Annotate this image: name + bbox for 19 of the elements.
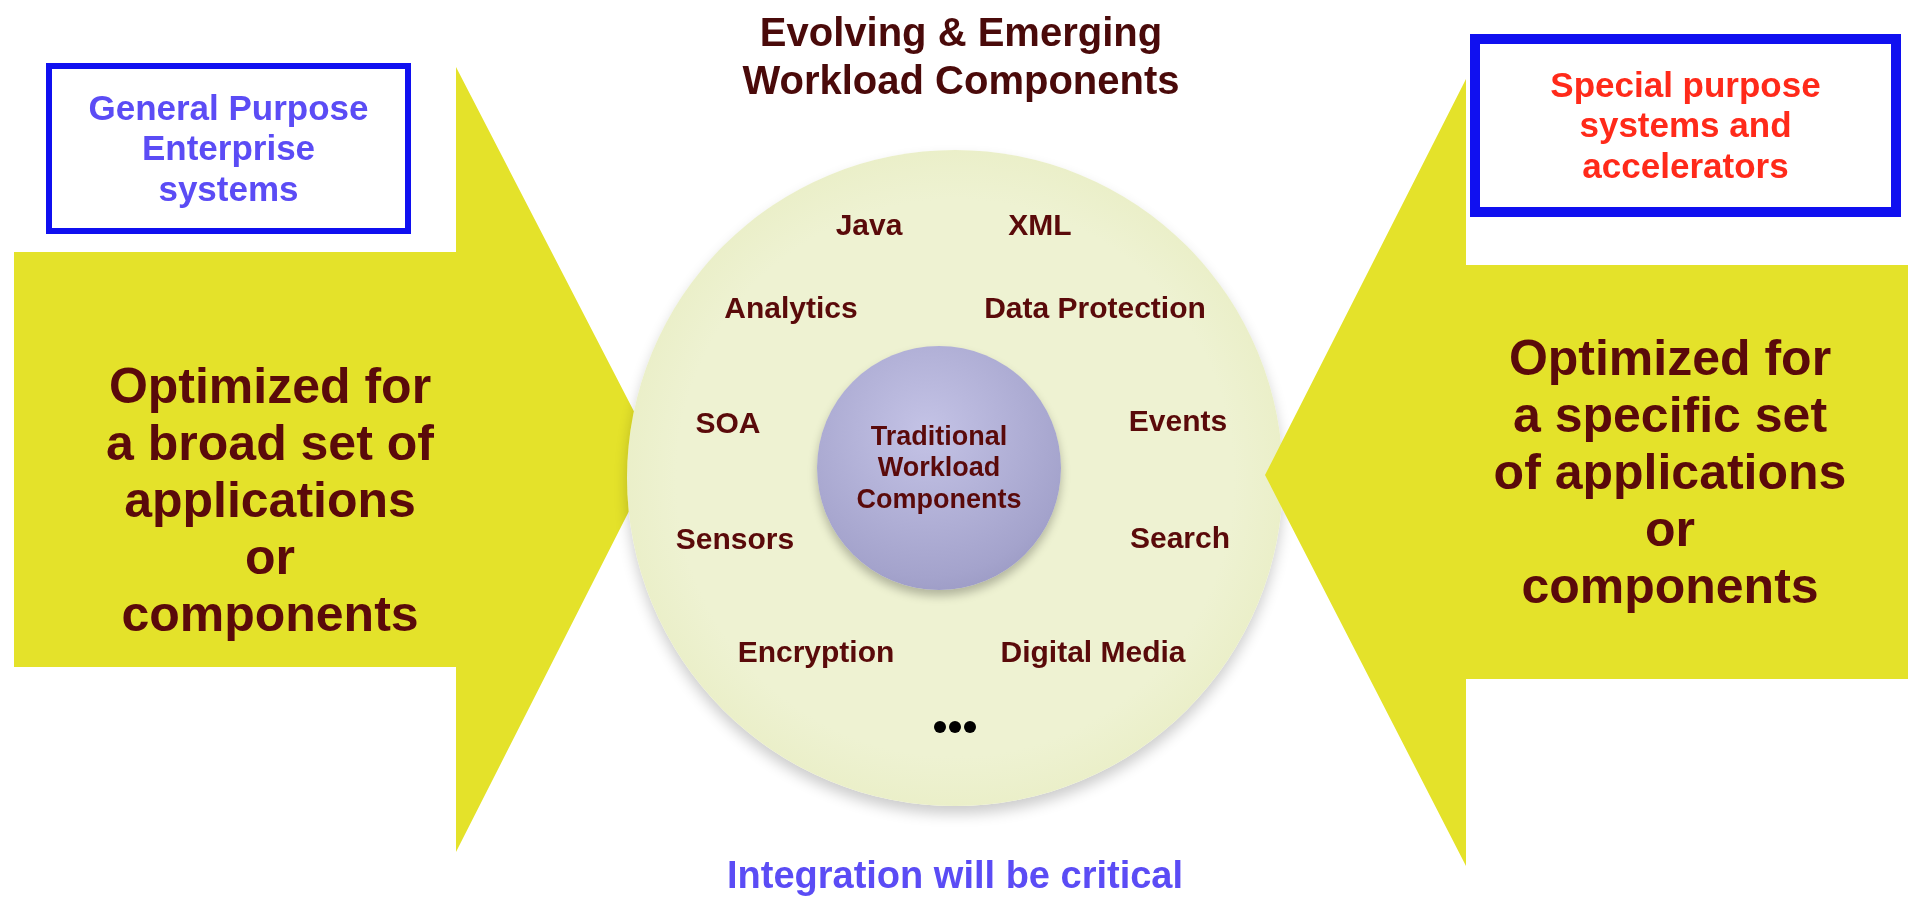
- component-label: Java: [835, 210, 903, 240]
- diagram-title: Evolving & Emerging Workload Components: [741, 9, 1181, 104]
- component-label: Search: [1129, 523, 1231, 553]
- component-label: SOA: [695, 408, 761, 438]
- title-box: [46, 63, 411, 234]
- component-label: Encryption: [737, 637, 895, 667]
- component-label: Analytics: [724, 293, 858, 323]
- circle-text: Traditional Workload Components: [855, 421, 1023, 515]
- component-label: Digital Media: [1000, 637, 1186, 667]
- component-label: Data Protection: [984, 293, 1206, 323]
- box-text: General Purpose Enterprise systems: [87, 88, 370, 209]
- component-label: Sensors: [675, 524, 795, 554]
- component-label: Events: [1128, 406, 1228, 436]
- title-box: [1470, 34, 1901, 217]
- component-label: XML: [1008, 210, 1072, 240]
- box-text: Special purpose systems and accelerators: [1549, 65, 1822, 186]
- diagram-caption: Integration will be critical: [726, 853, 1184, 898]
- arrow-text: Optimized for a specific set of applications or components: [1492, 329, 1848, 615]
- arrow-text: Optimized for a broad set of applications or components: [105, 357, 435, 643]
